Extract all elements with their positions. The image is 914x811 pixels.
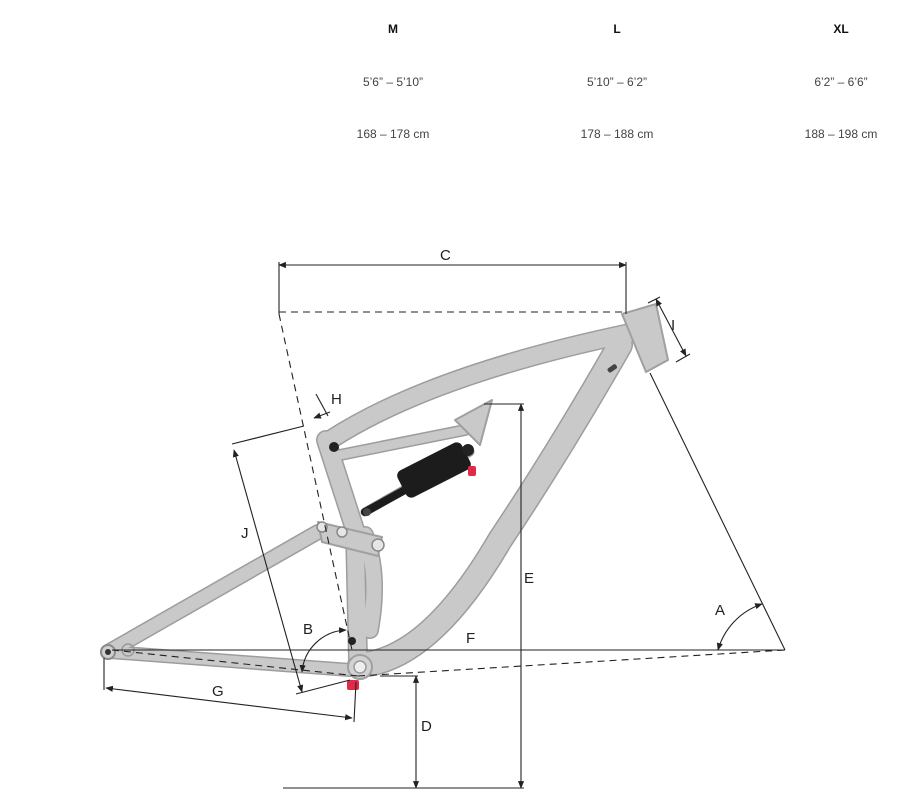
size-table: M 5’6” – 5’10” 168 – 178 cm L 5’10” – 6’… [0,0,914,160]
label-j: J [241,525,249,542]
bottom-bracket-detail [347,680,359,690]
rear-shock [360,442,476,517]
size-label: L [613,22,621,36]
label-b: B [303,621,313,638]
size-label: M [388,22,398,36]
label-f: F [466,630,475,647]
label-g: G [212,683,224,700]
dimension-letters: C H I J E A B F G D [212,247,725,735]
label-e: E [524,570,534,587]
label-c: C [440,247,451,264]
rider-height-imperial: 5’6” – 5’10” [362,75,424,89]
rider-height-imperial: 6’2” – 6’6” [814,75,868,89]
rider-height-metric: 188 – 198 cm [804,127,878,141]
label-d: D [421,718,432,735]
label-h: H [331,391,342,408]
label-i: I [671,317,675,334]
dimension-lines [103,261,786,789]
rider-height-metric: 168 – 178 cm [356,127,430,141]
label-a: A [715,602,725,619]
bike-frame [100,303,669,680]
rider-height-metric: 178 – 188 cm [580,127,654,141]
size-label: XL [833,22,849,36]
rider-height-imperial: 5’10” – 6’2” [586,75,648,89]
